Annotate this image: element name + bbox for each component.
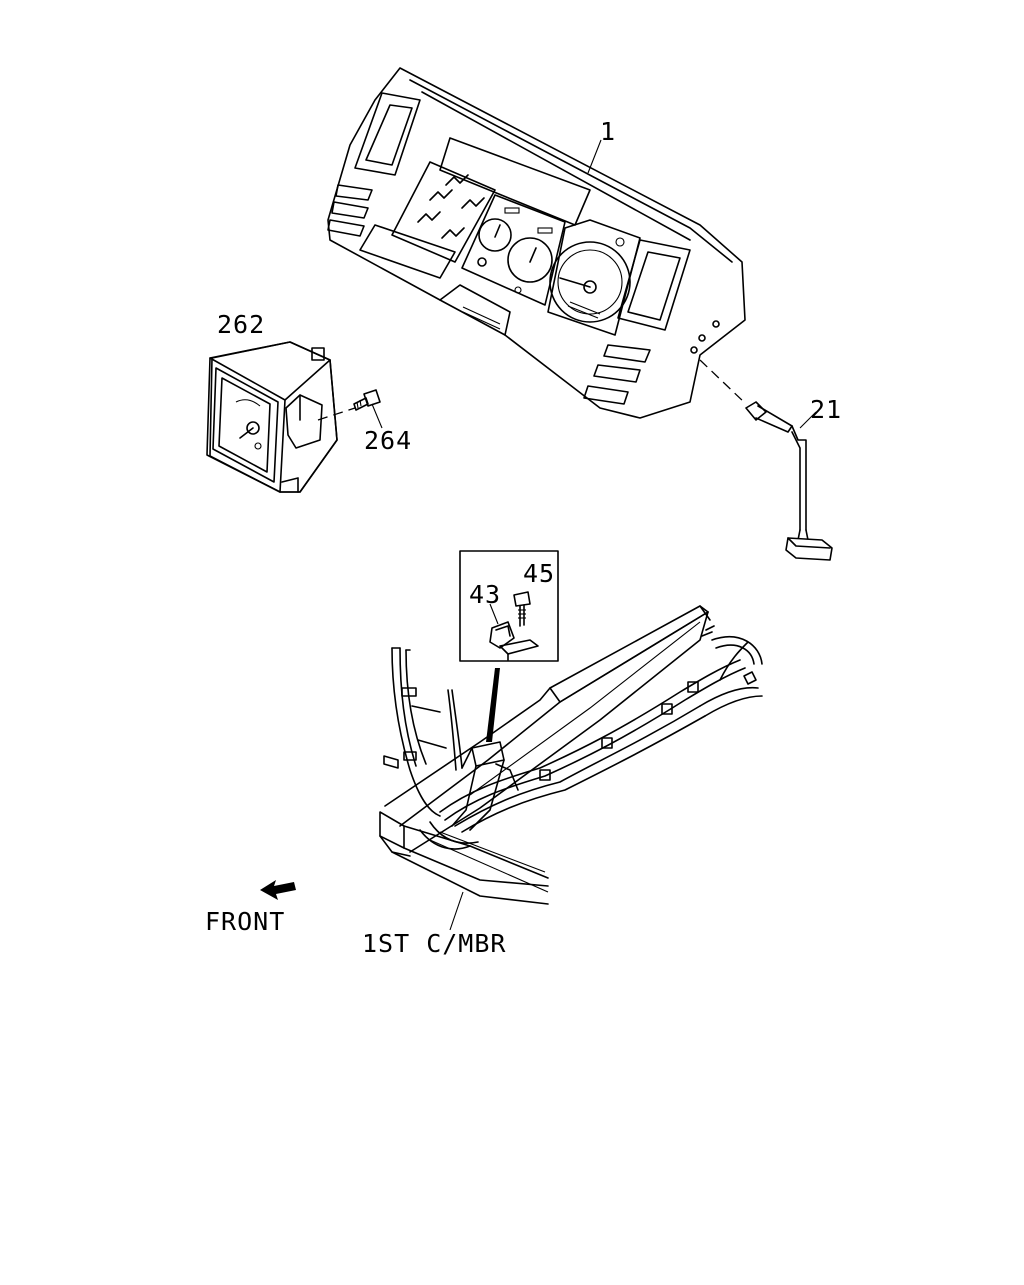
callout-43: 43 xyxy=(469,580,502,609)
auxiliary-gauge xyxy=(206,341,338,493)
harness-21 xyxy=(699,359,833,561)
front-direction-arrow-icon xyxy=(260,880,296,900)
callout-1: 1 xyxy=(600,117,617,146)
front-label: FRONT xyxy=(205,907,286,936)
callout-262: 262 xyxy=(217,310,266,339)
callout-45: 45 xyxy=(523,559,556,588)
callout-264: 264 xyxy=(364,426,413,455)
callout-21: 21 xyxy=(810,395,843,424)
clip-detail-box xyxy=(459,550,559,742)
frame-harness-assembly xyxy=(379,605,763,905)
instrument-cluster xyxy=(327,67,746,419)
frame-member-label: 1ST C/MBR xyxy=(362,929,507,958)
screw-264 xyxy=(317,389,381,421)
